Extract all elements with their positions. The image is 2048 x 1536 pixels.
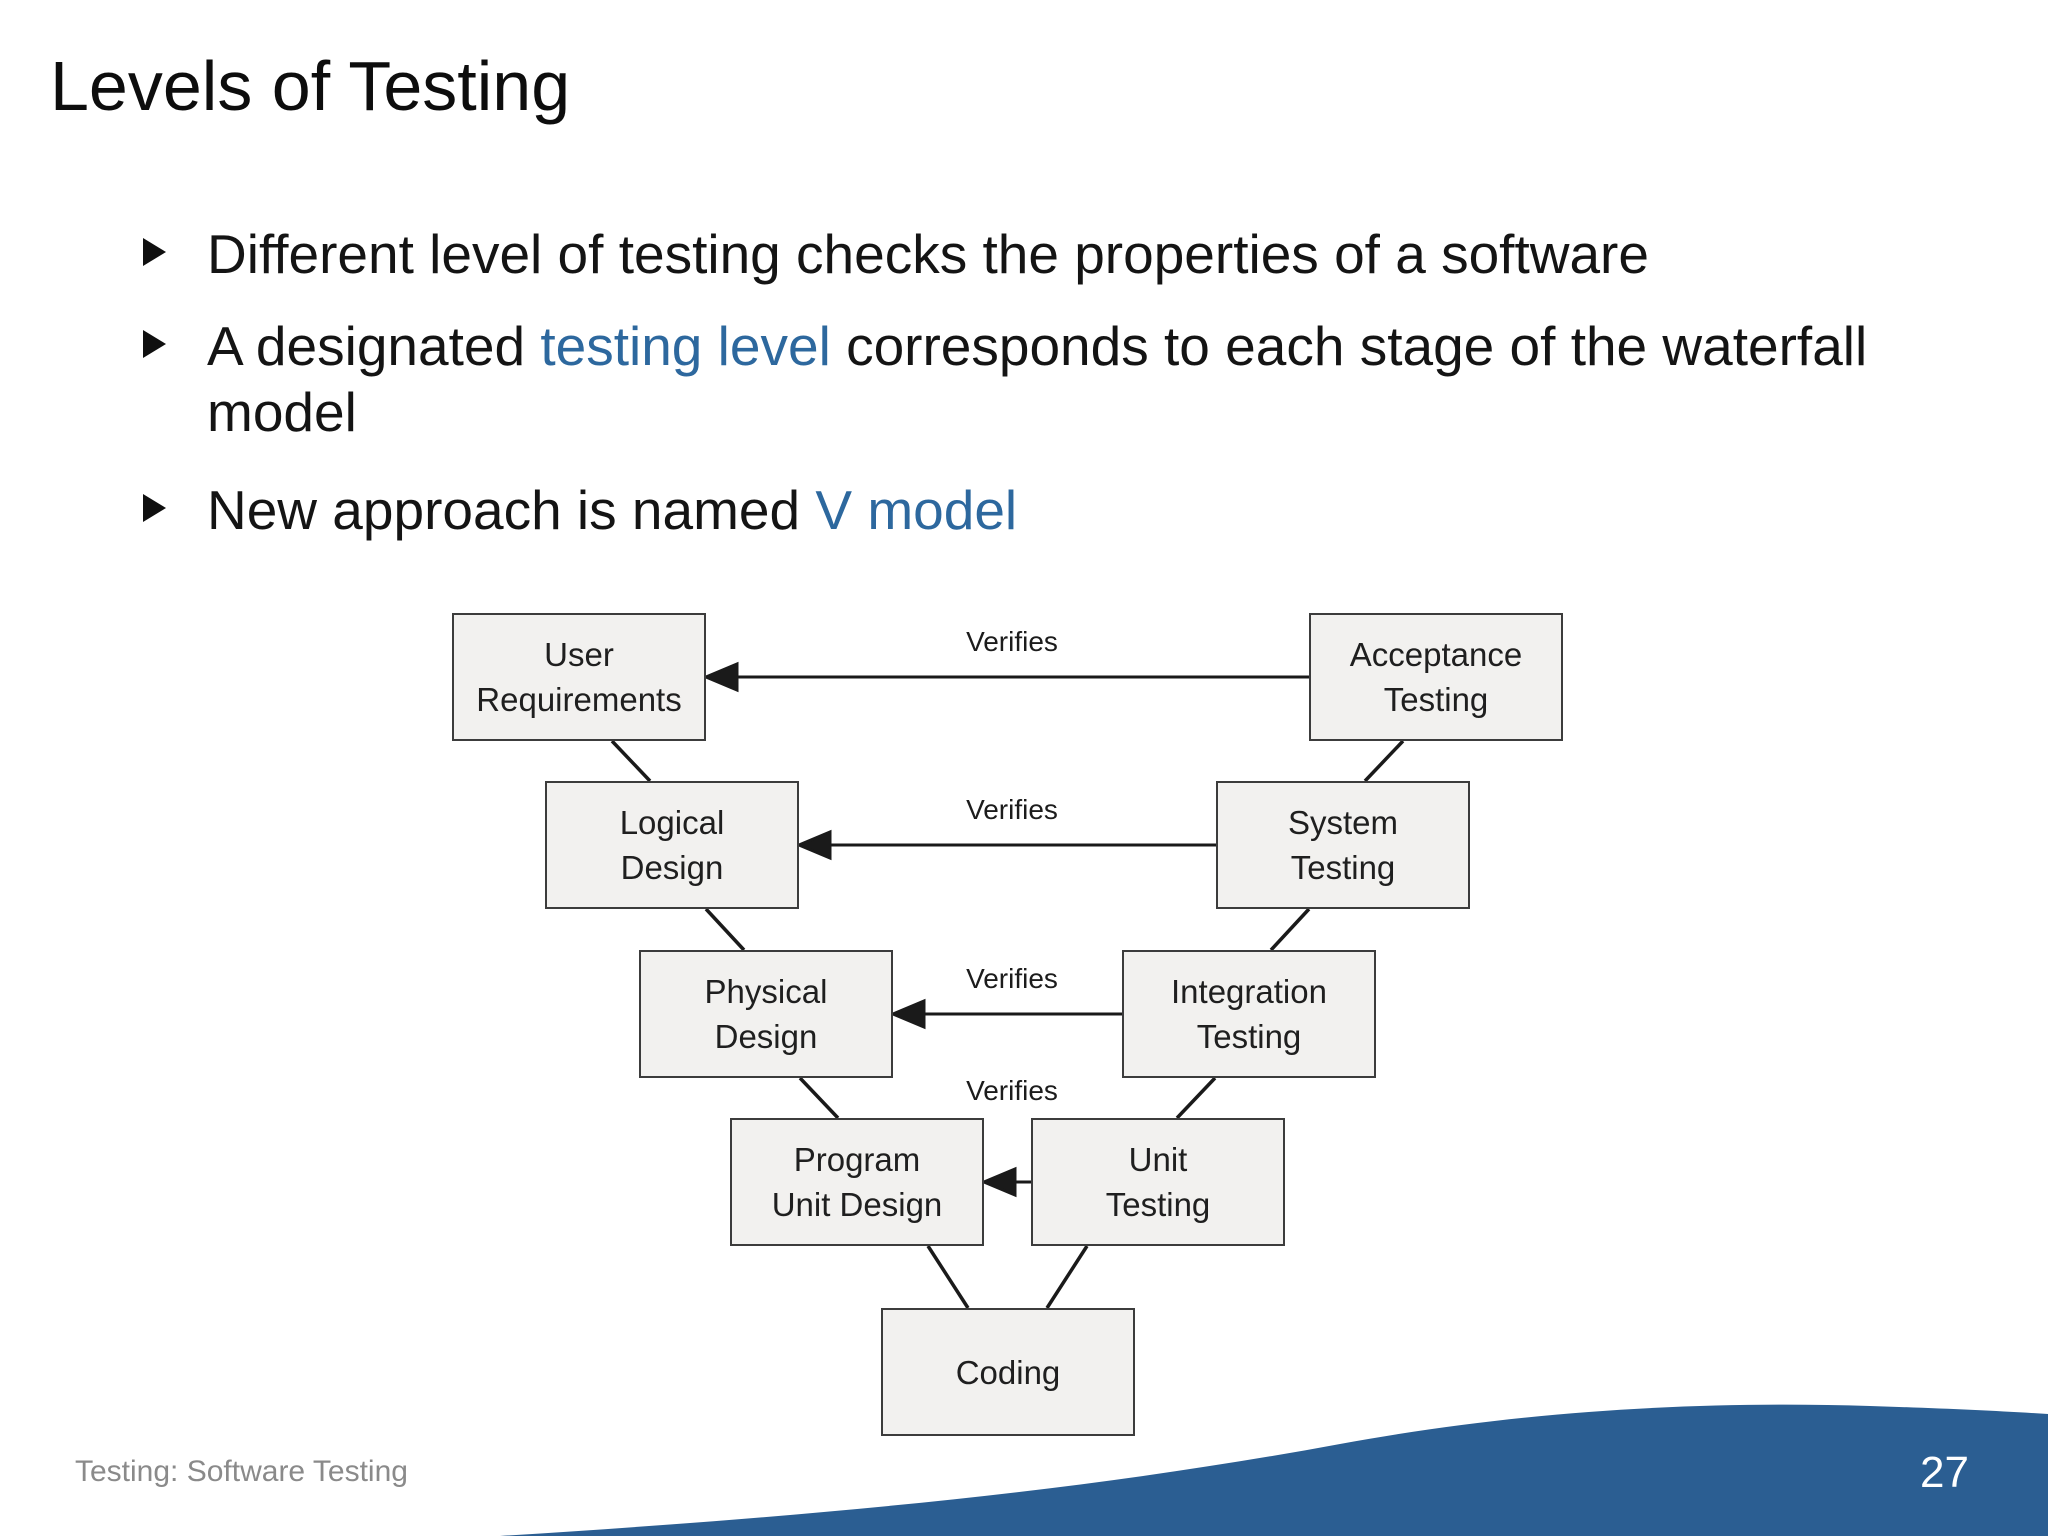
bullet-text: Different level of testing checks the pr… [207,221,1907,287]
box-label-line: Logical [619,804,725,841]
diagram-box-physical-design: Physical Design [639,950,893,1078]
bullet-text-segment: Different level of testing checks the pr… [207,223,1649,285]
box-label-line: Program [793,1141,921,1178]
verifies-arrow-2-head [795,829,832,861]
diagram-box-unit-testing: Unit Testing [1031,1118,1285,1246]
diagram-box-integration-testing: Integration Testing [1122,950,1376,1078]
verifies-label: Verifies [966,1075,1058,1106]
verifies-arrow-3-head [889,998,926,1030]
footer-text: Testing: Software Testing [75,1455,408,1488]
verifies-label: Verifies [966,626,1058,657]
box-label-line: Unit [1128,1141,1188,1178]
verifies-label: Verifies [966,794,1058,825]
bullet-text: New approach is named V model [207,477,1907,543]
box-label-line: User [544,636,614,673]
connector-left-4 [926,1245,970,1309]
diagram-box-coding: Coding [881,1308,1135,1436]
footer-wave [500,1404,2048,1536]
box-label-line: Design [714,1018,818,1055]
diagram-box-acceptance-testing: Acceptance Testing [1309,613,1563,741]
box-label-line: Testing [1196,1018,1302,1055]
bullet-text-segment: A designated [207,315,541,377]
bullet-triangle-icon [143,330,166,358]
verifies-label: Verifies [966,963,1058,994]
box-label-line: Physical [704,973,828,1010]
box-label-line: Integration [1171,973,1327,1010]
box-label-line: Design [620,849,724,886]
page-title: Levels of Testing [50,47,571,125]
box-label-line: Coding [955,1353,1061,1391]
bullet-text: A designated testing level corresponds t… [207,313,1907,445]
diagram-box-program-unit-design: Program Unit Design [730,1118,984,1246]
box-label-line: Acceptance [1349,636,1523,673]
connector-right-4 [1045,1245,1089,1309]
list-item: Different level of testing checks the pr… [143,221,1843,287]
connector-right-2 [1269,907,1311,952]
list-item: New approach is named V model [143,477,1843,543]
bullet-triangle-icon [143,494,166,522]
box-label-line: Testing [1105,1186,1211,1223]
bullet-text-accent: testing level [540,315,831,377]
connector-left-2 [704,907,746,952]
box-label-line: Requirements [476,681,682,718]
connector-left-3 [798,1076,840,1120]
box-label-line: Unit Design [771,1186,943,1223]
list-item: A designated testing level corresponds t… [143,313,1867,445]
bullet-text-accent: V model [815,479,1018,541]
connector-right-1 [1363,739,1405,783]
box-label-line: Testing [1383,681,1489,718]
box-label-line: Testing [1290,849,1396,886]
bullet-triangle-icon [143,238,166,266]
bullet-text-segment: corresponds to each stage of the waterfa… [207,315,1868,443]
page-number: 27 [1920,1448,1969,1497]
diagram-box-user-requirements: User Requirements [452,613,706,741]
diagram-box-system-testing: System Testing [1216,781,1470,909]
bullet-text-segment: New approach is named [207,479,816,541]
connector-right-3 [1175,1076,1217,1120]
verifies-arrow-4-head [980,1166,1017,1198]
diagram-box-logical-design: Logical Design [545,781,799,909]
verifies-arrow-1-head [702,661,739,693]
connector-left-1 [610,739,652,783]
box-label-line: System [1287,804,1399,841]
